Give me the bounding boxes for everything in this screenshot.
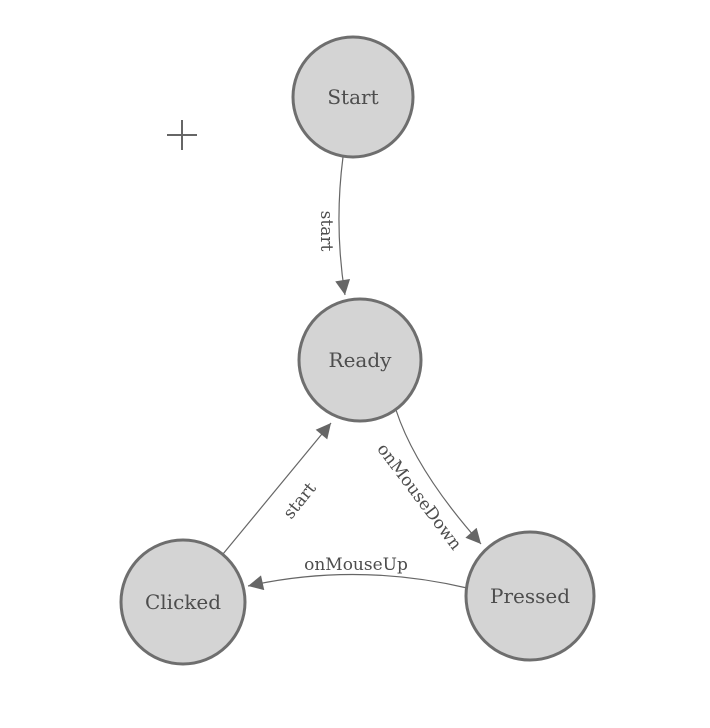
node-pressed-shape[interactable] bbox=[464, 530, 596, 662]
node-ready[interactable]: Ready bbox=[297, 297, 423, 423]
node-pressed[interactable]: Pressed bbox=[464, 530, 596, 662]
edge-start-to-ready: start bbox=[316, 156, 351, 296]
node-ready-label: Ready bbox=[329, 348, 393, 372]
edge-pressed-to-clicked-line[interactable] bbox=[247, 573, 468, 591]
node-pressed-label: Pressed bbox=[490, 584, 570, 608]
edge-start-to-ready-label: start bbox=[316, 211, 336, 252]
edge-pressed-to-clicked: onMouseUp bbox=[247, 555, 468, 591]
edge-ready-to-pressed-line[interactable] bbox=[395, 409, 482, 545]
crosshair-icon bbox=[167, 120, 197, 150]
edge-start-to-ready-line[interactable] bbox=[335, 156, 351, 296]
edge-clicked-to-ready: start bbox=[222, 422, 332, 555]
node-clicked-shape[interactable] bbox=[119, 538, 247, 666]
node-start[interactable]: Start bbox=[291, 35, 415, 159]
node-start-shape[interactable] bbox=[291, 35, 415, 159]
edge-pressed-to-clicked-label: onMouseUp bbox=[304, 555, 408, 575]
node-ready-shape[interactable] bbox=[297, 297, 423, 423]
edge-ready-to-pressed-label: onMouseDown bbox=[373, 440, 466, 554]
node-clicked[interactable]: Clicked bbox=[119, 538, 247, 666]
edge-clicked-to-ready-label: start bbox=[279, 479, 320, 523]
node-clicked-label: Clicked bbox=[145, 590, 221, 614]
edge-ready-to-pressed: onMouseDown bbox=[373, 409, 482, 554]
edge-clicked-to-ready-line[interactable] bbox=[222, 422, 332, 555]
node-start-label: Start bbox=[327, 85, 378, 109]
